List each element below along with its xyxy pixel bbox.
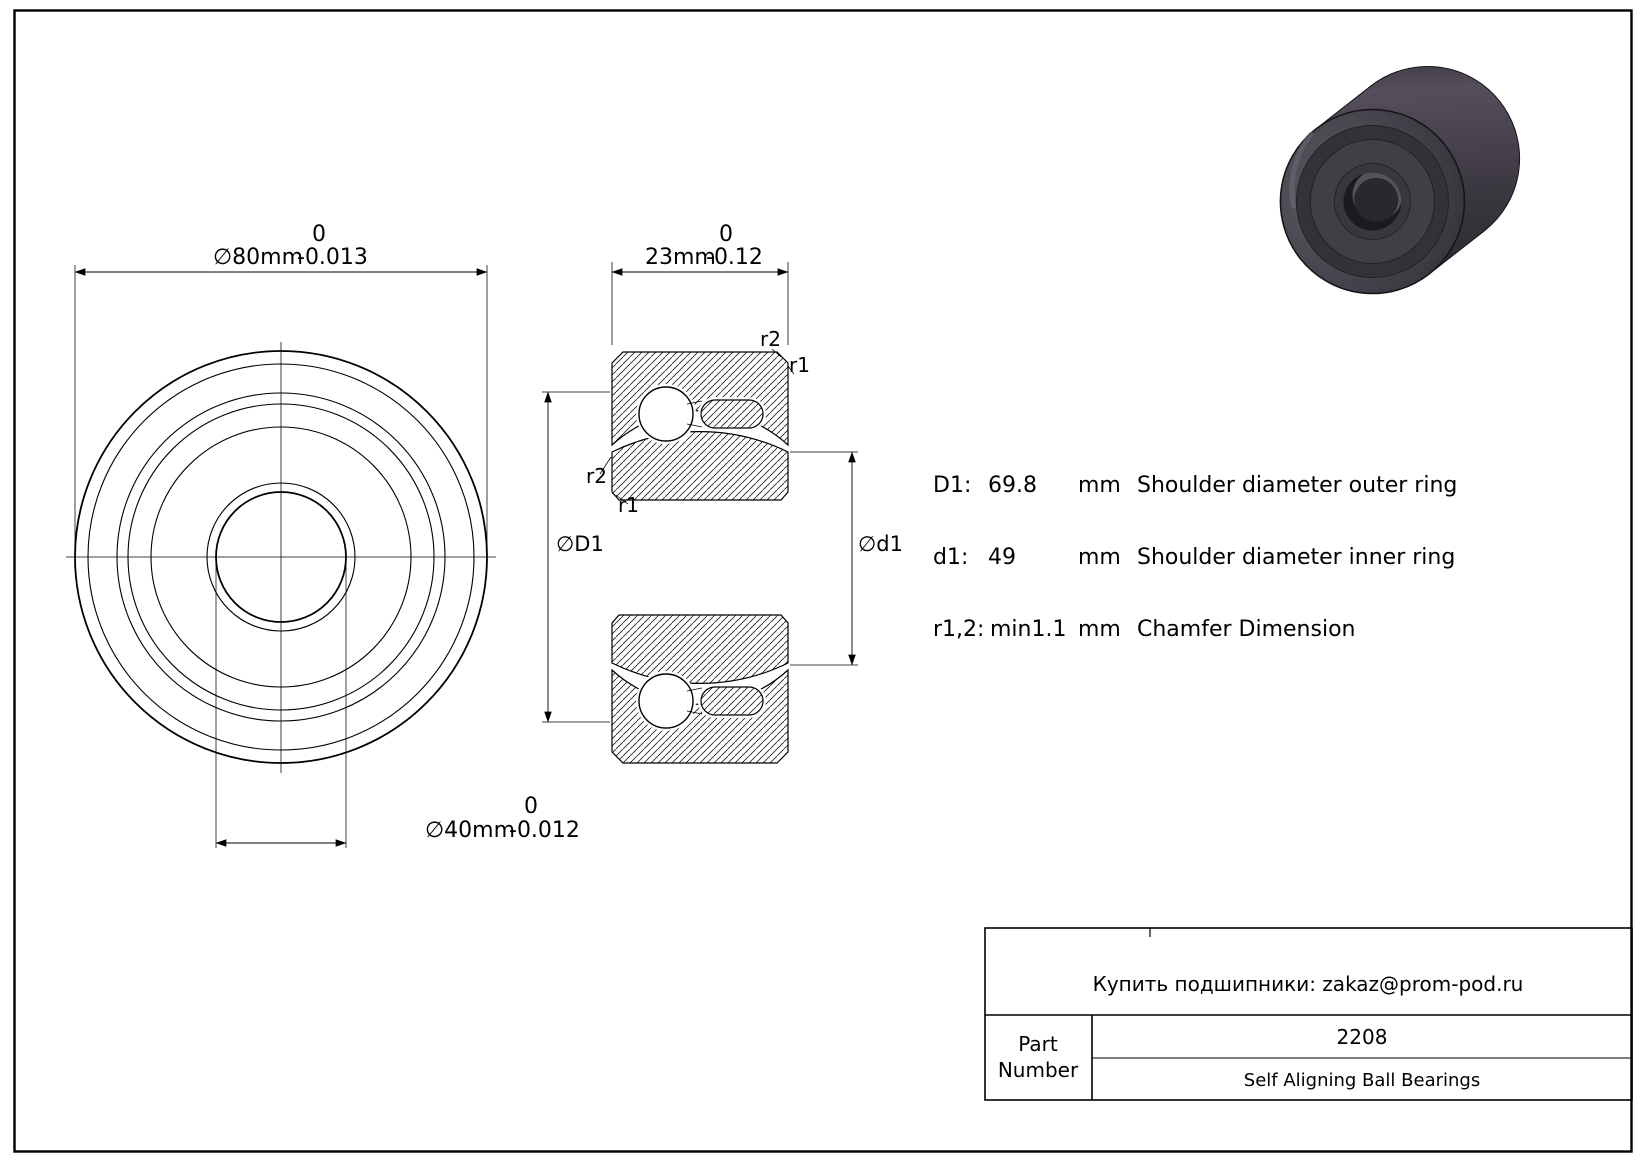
chamfer-r1-top: r1 (789, 353, 810, 377)
outer-diameter-value: ∅80mm (213, 245, 303, 270)
bearing-bore-inner-wall (1352, 170, 1403, 222)
bore-diameter-dimension: ∅40mm 0 -0.012 (215, 562, 580, 848)
chamfer-r1-mid: r1 (618, 493, 639, 517)
cage-line (686, 687, 703, 692)
title-block-border (984, 927, 1633, 1101)
front-view: ∅80mm 0 -0.013 ∅40mm 0 -0.012 (66, 222, 580, 848)
inner-ring-top-section (611, 430, 789, 501)
shoulder-inner-label: ∅d1 (858, 532, 903, 556)
leader-line (787, 365, 795, 375)
part-number: 2208 (1337, 1025, 1388, 1049)
spec-row: D1: 69.8 mm Shoulder diameter outer ring (933, 473, 1457, 498)
shoulder-outer-dimension: ∅D1 (542, 391, 610, 723)
part-description: Self Aligning Ball Bearings (1244, 1070, 1480, 1091)
spec-value: 49 (988, 545, 1016, 570)
outer-diameter-dimension: ∅80mm 0 -0.013 (74, 222, 488, 545)
bore-circle (215, 491, 347, 623)
width-value: 23mm (645, 245, 716, 270)
spec-label: D1: (933, 473, 971, 498)
bore-diameter-tol-upper: 0 (524, 794, 538, 819)
inner-ring-shoulder-circle (206, 482, 356, 632)
outer-diameter-circle (74, 350, 488, 764)
outer-diameter-tol-lower: -0.013 (297, 245, 368, 270)
bearing-3d-render (1279, 65, 1521, 295)
cage-line (686, 423, 703, 428)
sheet-frame (13, 9, 1633, 1153)
outer-diameter-tol-upper: 0 (312, 222, 326, 247)
title-block: Купить подшипники: zakaz@prom-pod.ru Par… (984, 927, 1633, 1101)
raceway-outer-circle (116, 392, 446, 722)
inner-ring-bottom-section (611, 614, 789, 685)
spec-row: d1: 49 mm Shoulder diameter inner ring (933, 545, 1455, 570)
width-tol-lower: -0.12 (706, 245, 763, 270)
spec-label: r1,2: (933, 617, 984, 642)
spec-unit: mm (1078, 473, 1121, 498)
spec-unit: mm (1078, 545, 1121, 570)
spec-unit: mm (1078, 617, 1121, 642)
leader-line (771, 348, 782, 358)
cage-line (686, 710, 703, 715)
width-dimension: 23mm 0 -0.12 (611, 222, 789, 345)
bore-diameter-tol-lower: -0.012 (509, 818, 580, 843)
cage-section-top (700, 399, 764, 429)
cage-section-bottom (700, 686, 764, 716)
bearing-highlight (1289, 131, 1314, 209)
width-tol-upper: 0 (719, 222, 733, 247)
section-view: 23mm 0 -0.12 ∅D1 (542, 222, 903, 764)
ball-top (638, 386, 694, 442)
spec-value: min1.1 (990, 617, 1066, 642)
spec-row: r1,2: min1.1 mm Chamfer Dimension (933, 617, 1355, 642)
raceway-inner-circle (127, 403, 435, 711)
chamfer-r2-mid: r2 (586, 464, 607, 488)
shoulder-inner-dimension: ∅d1 (790, 451, 903, 666)
spec-description: Chamfer Dimension (1137, 617, 1355, 642)
spec-label: d1: (933, 545, 968, 570)
bore-wall-shadow (1354, 177, 1399, 222)
part-label-line2: Number (998, 1058, 1079, 1082)
contact-text: Купить подшипники: zakaz@prom-pod.ru (1093, 972, 1524, 996)
bore-diameter-value: ∅40mm (425, 818, 515, 843)
spec-description: Shoulder diameter outer ring (1137, 473, 1457, 498)
chamfer-r2-top: r2 (760, 327, 781, 351)
part-label-line1: Part (1018, 1032, 1058, 1056)
leader-line (599, 456, 612, 475)
spec-description: Shoulder diameter inner ring (1137, 545, 1455, 570)
spec-value: 69.8 (988, 473, 1037, 498)
spec-table: D1: 69.8 mm Shoulder diameter outer ring… (933, 473, 1457, 642)
outer-ring-inner-circle (87, 363, 475, 751)
ball-bottom (638, 673, 694, 729)
leader-line (615, 494, 629, 505)
shoulder-outer-label: ∅D1 (556, 532, 604, 556)
cage-line (686, 400, 703, 405)
inner-ring-outer-circle (150, 426, 412, 688)
chamfer-labels: r2 r1 r2 r1 (586, 327, 810, 517)
rolling-elements (636, 384, 766, 731)
